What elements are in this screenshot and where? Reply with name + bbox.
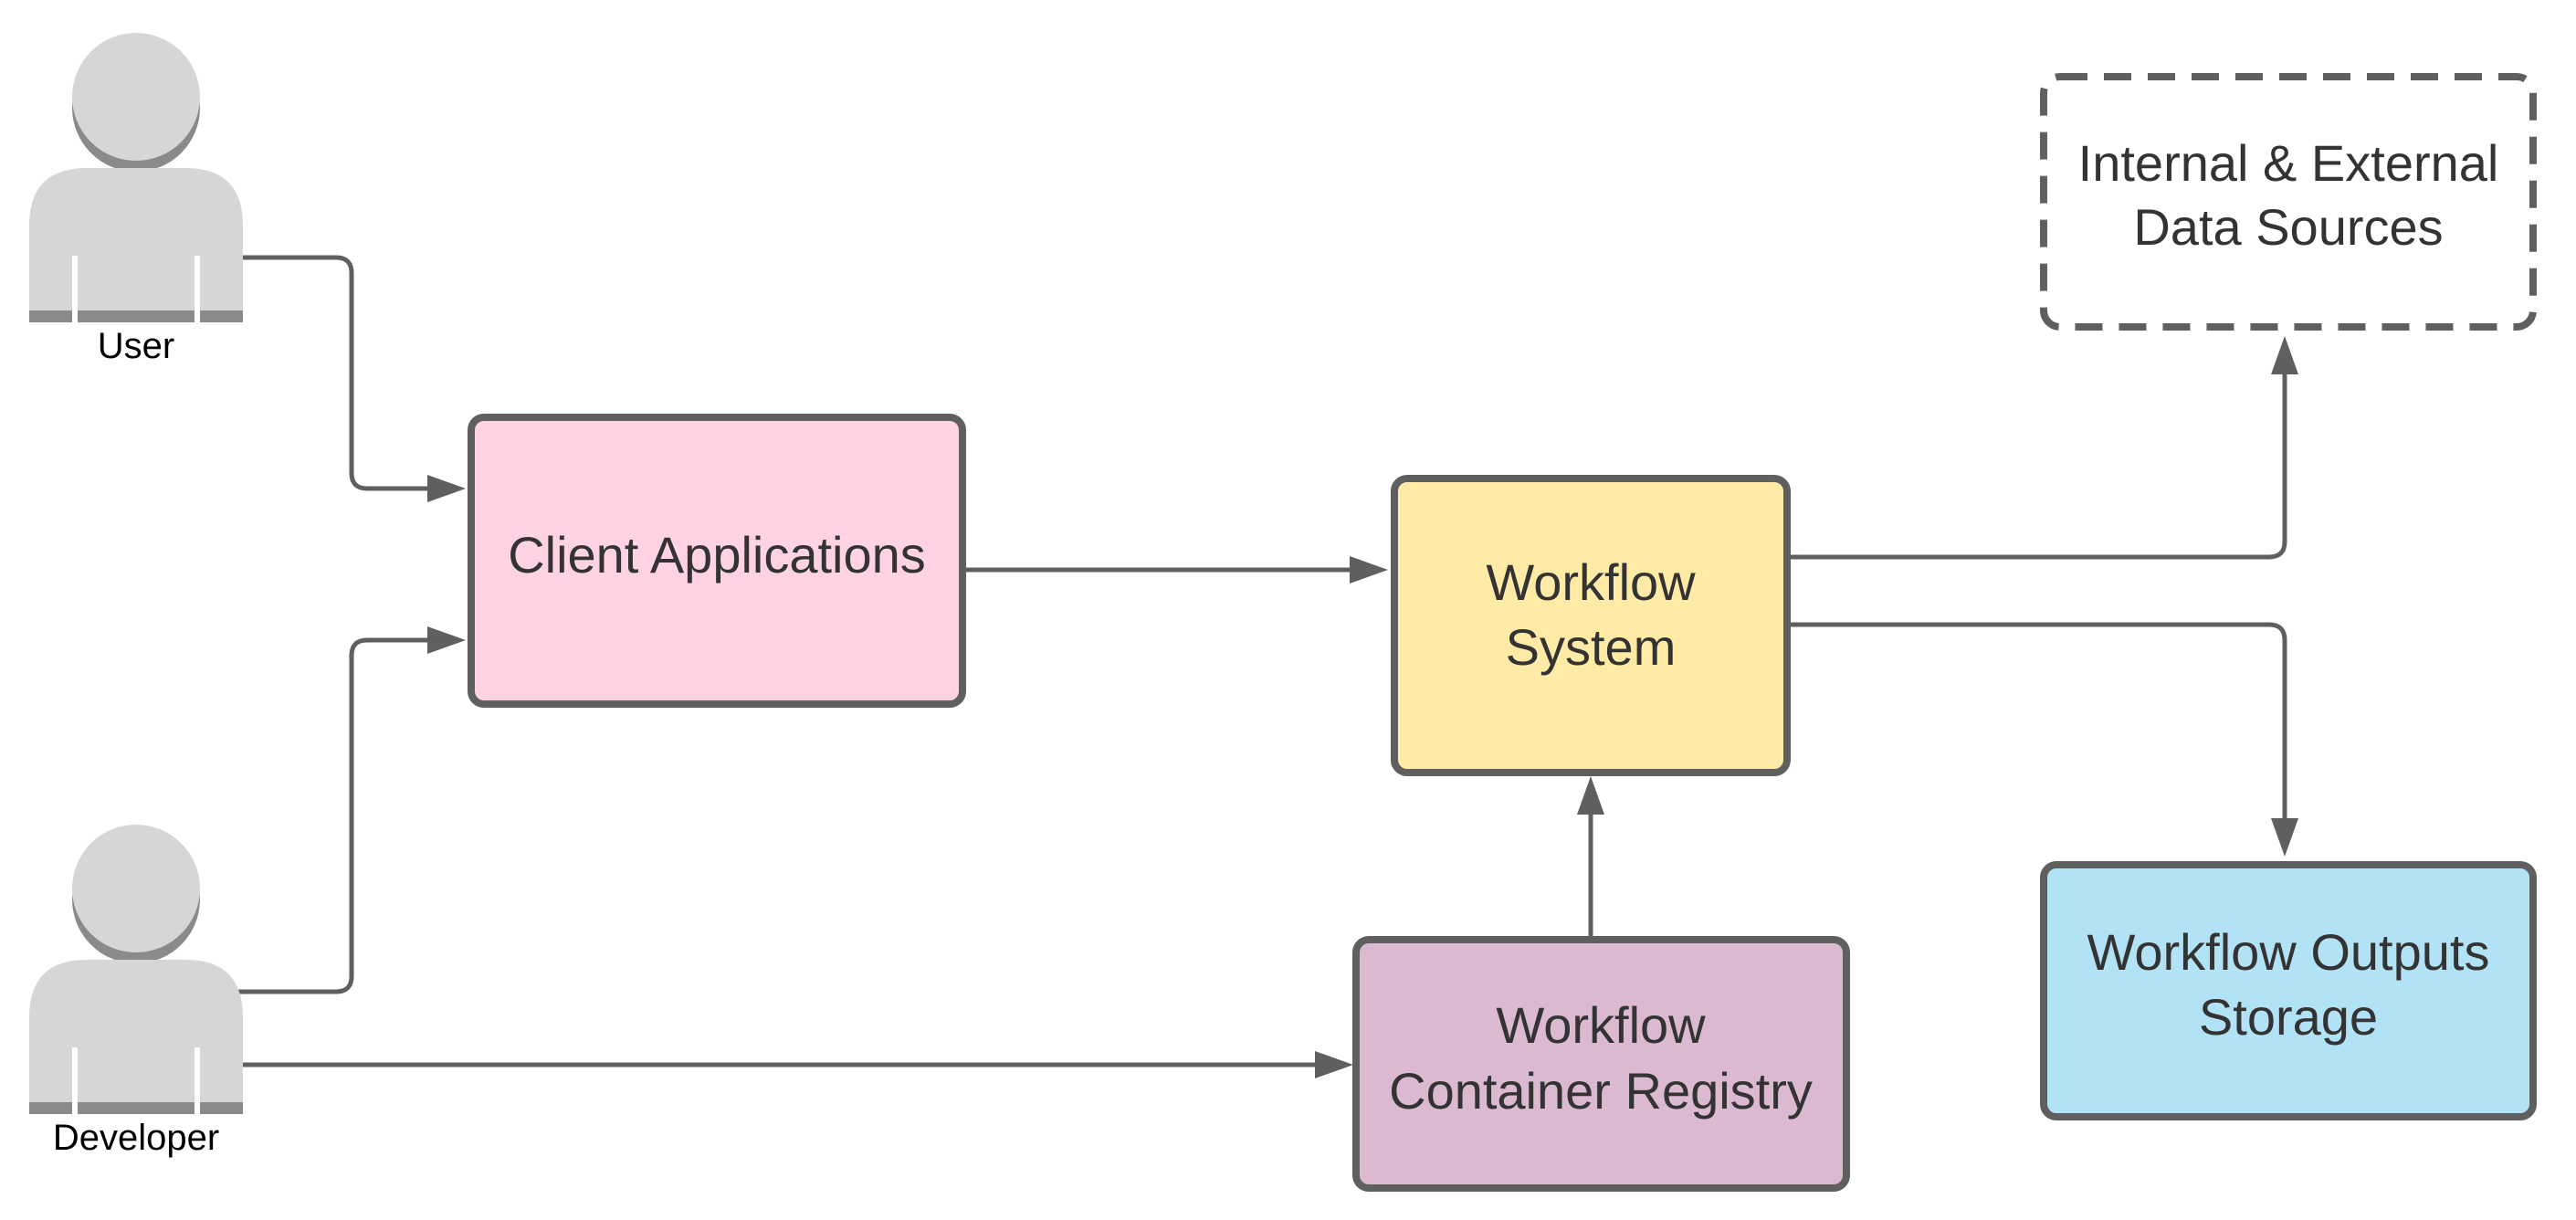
actor-developer: Developer — [29, 825, 243, 1158]
node-label-outputs-storage-line-1: Workflow Outputs — [2087, 923, 2490, 981]
connectors — [237, 255, 2298, 1078]
node-outputs-storage: Workflow Outputs Storage — [2040, 861, 2537, 1120]
edge-developer-to-container-registry — [237, 1051, 1353, 1078]
edge-workflow-system-to-data-sources — [1789, 336, 2298, 560]
node-workflow-system: Workflow System — [1391, 475, 1791, 776]
actor-label-user: User — [98, 326, 174, 366]
edge-developer-to-client-applications — [237, 626, 466, 994]
edge-client-applications-to-workflow-system — [963, 556, 1388, 584]
node-client-applications: Client Applications — [468, 414, 966, 708]
edge-container-registry-to-workflow-system — [1577, 776, 1604, 938]
actor-label-developer: Developer — [53, 1118, 219, 1158]
edge-workflow-system-to-outputs-storage — [1789, 622, 2298, 857]
user-person-icon — [29, 33, 243, 322]
node-label-workflow-system-line-1: Workflow — [1486, 553, 1696, 611]
node-label-outputs-storage-line-2: Storage — [2199, 988, 2378, 1046]
actor-user: User — [29, 33, 243, 366]
node-data-sources: Internal & External Data Sources — [2040, 73, 2537, 331]
developer-person-icon — [29, 825, 243, 1114]
node-label-data-sources-line-1: Internal & External — [2078, 134, 2499, 192]
node-label-container-registry-line-1: Workflow — [1496, 996, 1706, 1054]
node-label-client-applications: Client Applications — [508, 526, 926, 584]
node-container-registry: Workflow Container Registry — [1352, 936, 1850, 1192]
node-label-data-sources-line-2: Data Sources — [2133, 198, 2443, 256]
edge-user-to-client-applications — [239, 255, 466, 502]
node-label-workflow-system-line-2: System — [1506, 618, 1677, 676]
node-label-container-registry-line-2: Container Registry — [1389, 1062, 1813, 1120]
